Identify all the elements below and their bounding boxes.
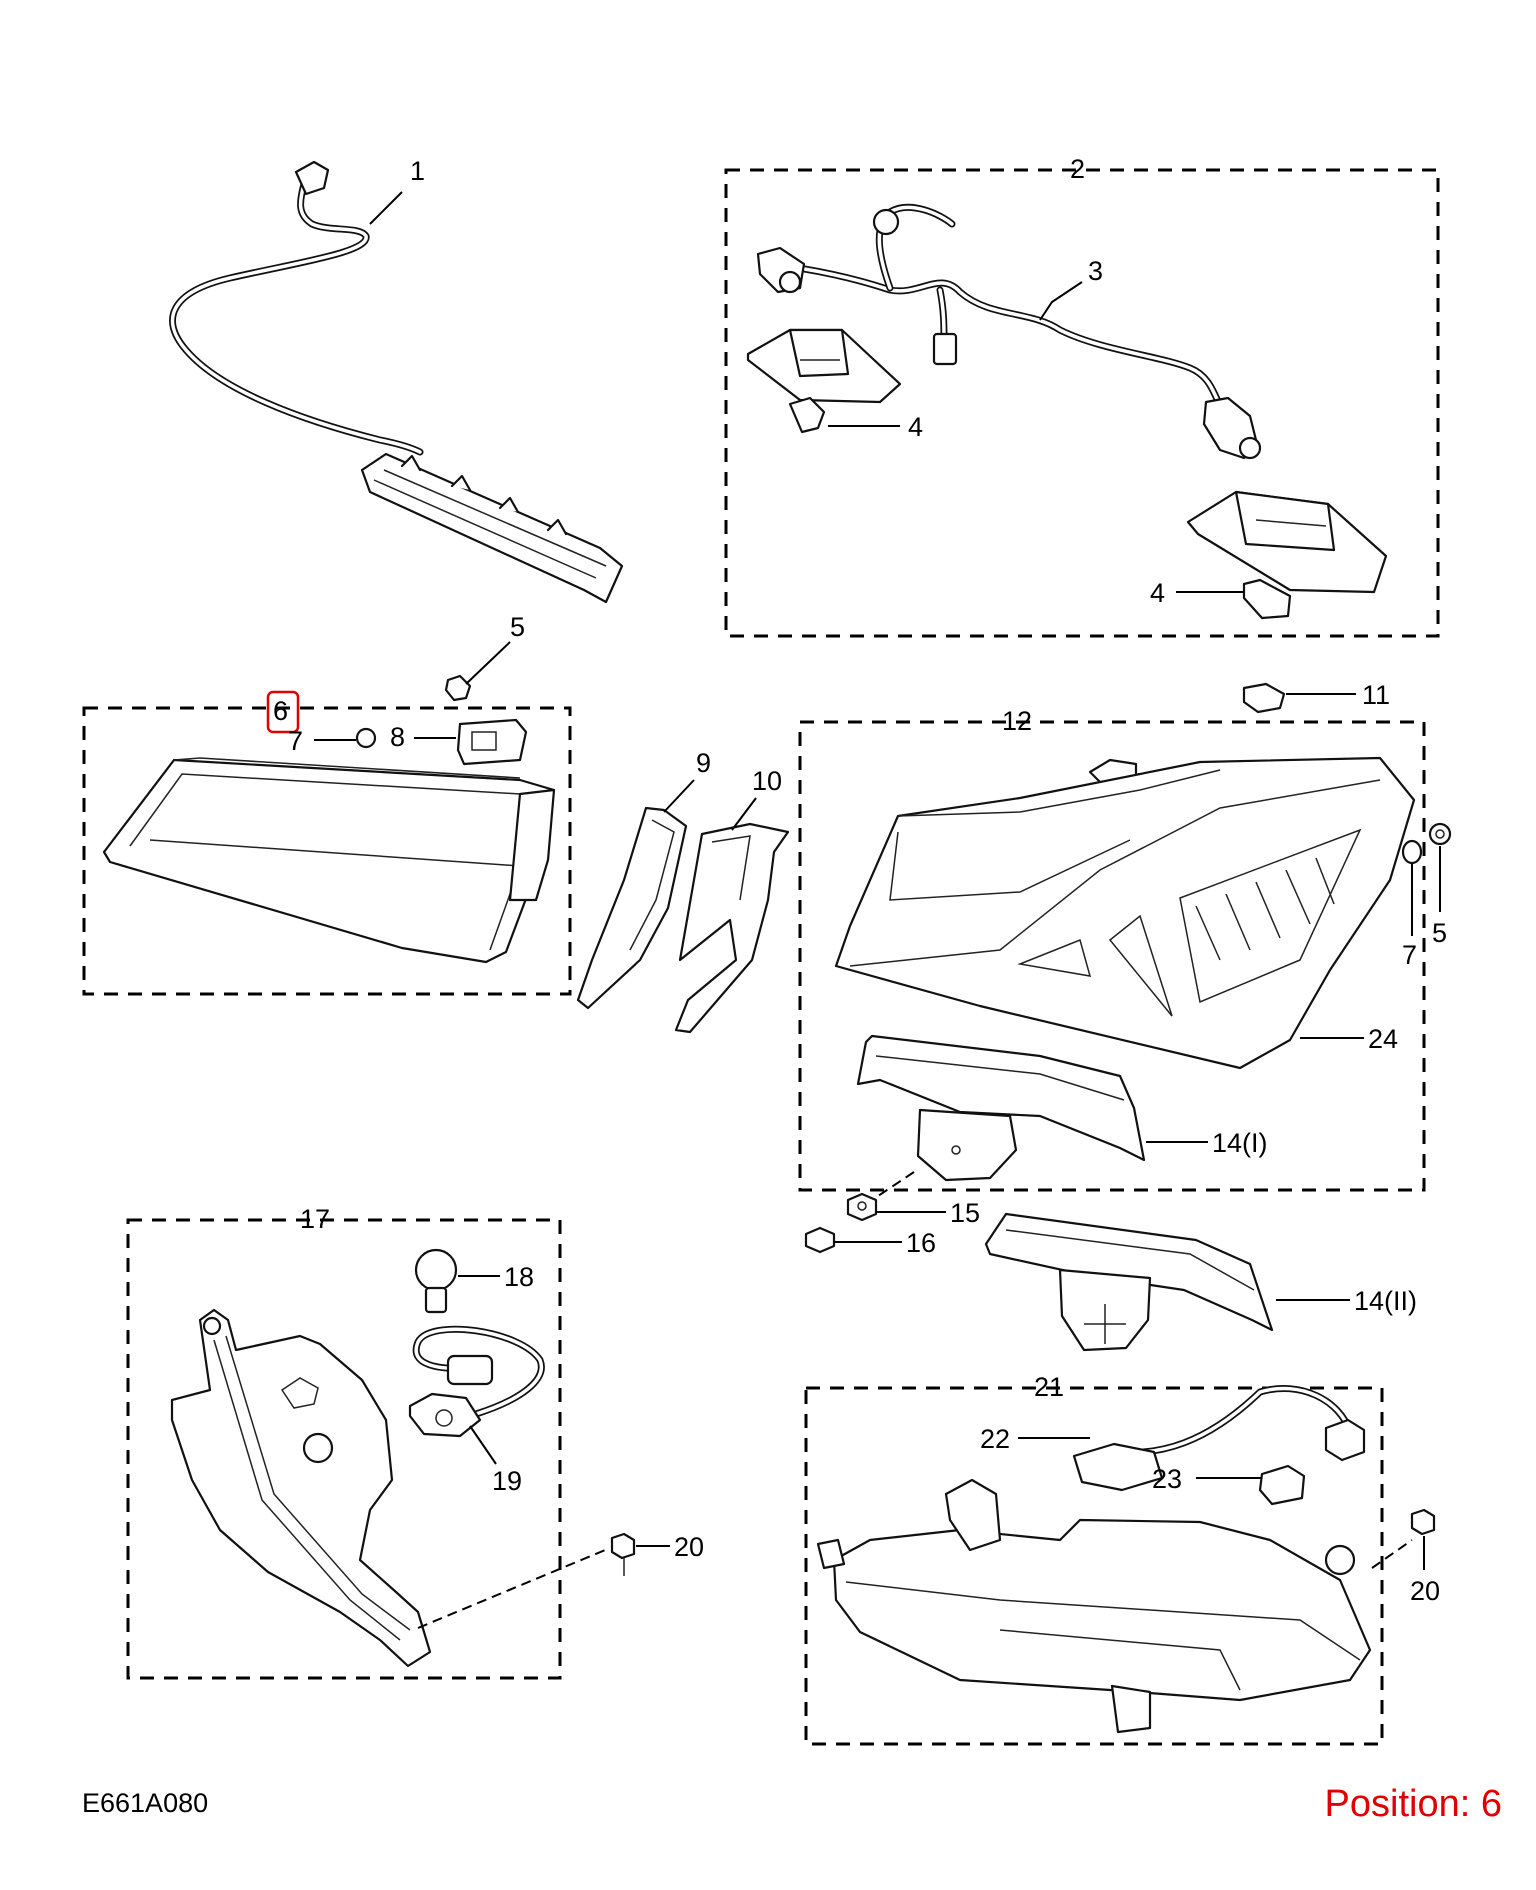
callout-23: 23 xyxy=(1152,1464,1182,1494)
diagram-code: E661A080 xyxy=(82,1788,208,1818)
clip-11[interactable] xyxy=(1242,682,1286,714)
callout-11: 11 xyxy=(1362,680,1390,710)
nut-7-right[interactable] xyxy=(1401,839,1423,865)
screw-20-right[interactable] xyxy=(1410,1508,1436,1536)
callout-5a: 5 xyxy=(510,612,525,642)
callout-3: 3 xyxy=(1088,256,1103,286)
callout-8: 8 xyxy=(390,722,405,752)
callout-6: 6 xyxy=(273,696,288,726)
callout-5b: 5 xyxy=(1432,918,1447,948)
nut-15[interactable] xyxy=(846,1192,878,1222)
cover-8[interactable] xyxy=(456,718,528,766)
callout-4a: 4 xyxy=(908,412,923,442)
callout-14ii: 14(II) xyxy=(1354,1286,1417,1316)
licence-plate-lamp-upper[interactable] xyxy=(746,328,902,404)
callout-7a: 7 xyxy=(288,726,303,756)
callout-14i: 14(I) xyxy=(1212,1128,1268,1158)
leader-9 xyxy=(663,779,695,813)
bumper-lamp-right[interactable] xyxy=(816,1478,1372,1734)
callout-16: 16 xyxy=(906,1228,936,1258)
callout-7b: 7 xyxy=(1402,940,1417,970)
group-box-2 xyxy=(724,168,1440,638)
callout-2: 2 xyxy=(1070,154,1085,184)
trim-9[interactable] xyxy=(576,806,688,1010)
callout-19: 19 xyxy=(492,1466,522,1496)
position-highlight-box xyxy=(266,690,300,734)
bulb-4-upper[interactable] xyxy=(788,396,826,434)
trim-10[interactable] xyxy=(674,822,790,1034)
callout-24: 24 xyxy=(1368,1024,1398,1054)
position-indicator: Position: 6 xyxy=(1325,1783,1502,1825)
group-box-17 xyxy=(126,1218,562,1680)
rear-lamp-inner[interactable] xyxy=(102,757,556,964)
bulb-holder-harness-22[interactable] xyxy=(1072,1385,1366,1492)
callout-12: 12 xyxy=(1002,706,1032,736)
callout-20a: 20 xyxy=(674,1532,704,1562)
install-line xyxy=(871,1171,915,1201)
callout-18: 18 xyxy=(504,1262,534,1292)
licence-plate-lamp-harness[interactable] xyxy=(756,204,1262,460)
group-box-6 xyxy=(82,706,572,996)
callout-21: 21 xyxy=(1034,1372,1064,1402)
washer-5-right[interactable] xyxy=(1428,822,1452,846)
callout-17: 17 xyxy=(300,1204,330,1234)
bumper-lamp-left[interactable] xyxy=(170,1308,432,1668)
licence-plate-lamp-lower[interactable] xyxy=(1186,490,1388,594)
group-box-21 xyxy=(804,1386,1384,1746)
rear-lamp-outer-24[interactable] xyxy=(834,756,1416,1070)
leader-19 xyxy=(469,1425,497,1465)
leader-1 xyxy=(369,191,403,225)
leader-10 xyxy=(731,797,757,831)
bulb-18[interactable] xyxy=(414,1248,458,1314)
clip-5[interactable] xyxy=(444,674,472,702)
bulb-23[interactable] xyxy=(1258,1464,1306,1506)
leader-3 xyxy=(1039,281,1083,321)
bulb-holder-14-i[interactable] xyxy=(856,1034,1146,1182)
install-line-20a xyxy=(417,1547,611,1629)
callout-1: 1 xyxy=(410,156,425,186)
install-line-20b xyxy=(1371,1539,1413,1569)
leader-5a xyxy=(465,641,511,685)
callout-22: 22 xyxy=(980,1424,1010,1454)
screw-20-left[interactable] xyxy=(610,1532,636,1576)
group-box-12 xyxy=(798,720,1426,1192)
callout-10: 10 xyxy=(752,766,782,796)
callout-4b: 4 xyxy=(1150,578,1165,608)
callout-9: 9 xyxy=(696,748,711,778)
screw-16[interactable] xyxy=(804,1226,836,1254)
bulb-holder-14-ii[interactable] xyxy=(984,1212,1274,1352)
callout-15: 15 xyxy=(950,1198,980,1228)
high-mount-stop-lamp[interactable] xyxy=(169,160,624,604)
bulb-4-lower[interactable] xyxy=(1242,578,1292,620)
nut-7[interactable] xyxy=(355,727,377,749)
callout-20b: 20 xyxy=(1410,1576,1440,1606)
bulb-holder-harness-19[interactable] xyxy=(408,1325,545,1438)
